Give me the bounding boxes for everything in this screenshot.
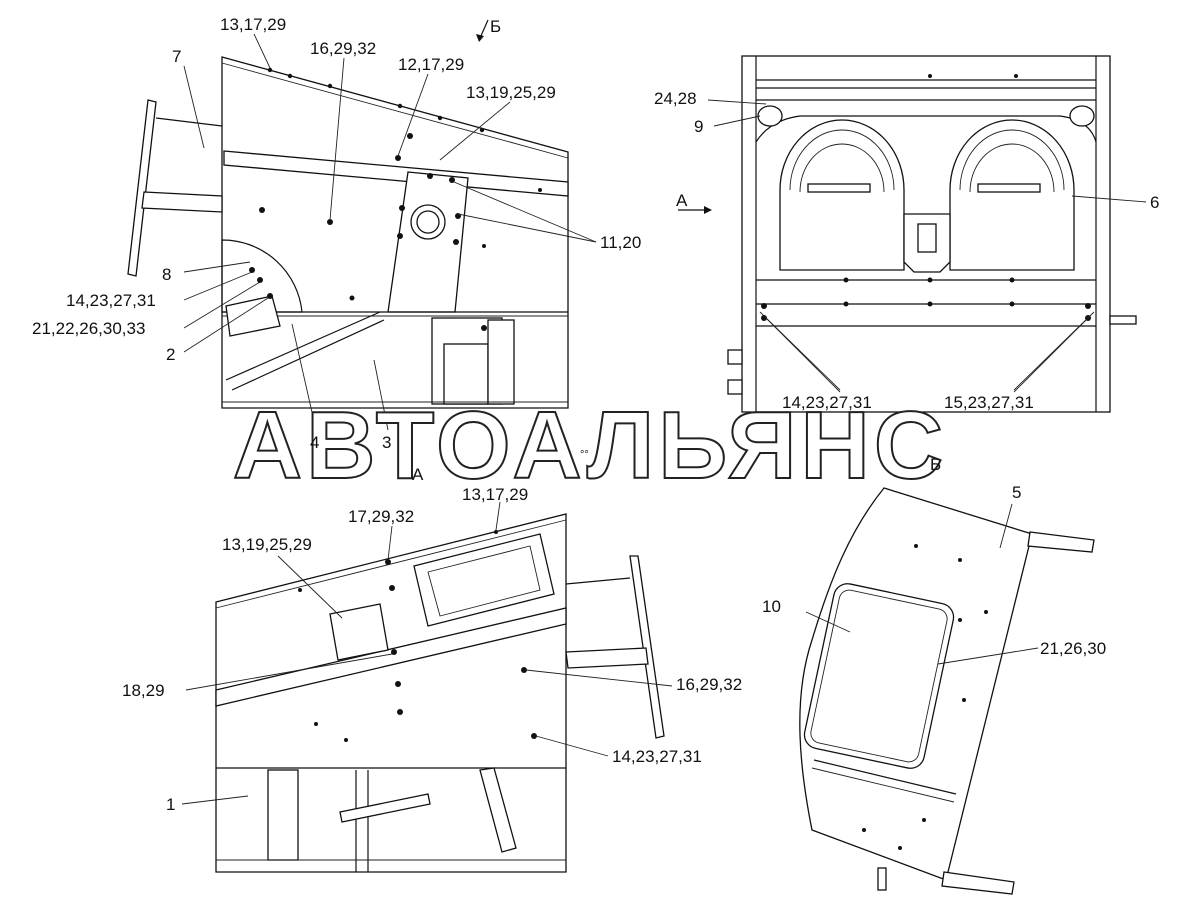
dots-mark: °° xyxy=(580,449,589,461)
label-group: Б А А Б °° 13,17,29 16,29,32 12,17,29 13… xyxy=(32,15,1159,814)
callout-a-2: 13,19,25,29 xyxy=(222,535,312,554)
callout-side-3: 13,19,25,29 xyxy=(466,83,556,102)
callout-front-0: 24,28 xyxy=(654,89,697,108)
callout-side-11: 3 xyxy=(382,433,391,452)
view-a-drawing xyxy=(215,513,665,873)
callout-a-5: 14,23,27,31 xyxy=(612,747,702,766)
view-arrows xyxy=(476,19,712,214)
side-view-drawing xyxy=(127,56,569,409)
callout-front-2: 6 xyxy=(1150,193,1159,212)
callout-a-4: 16,29,32 xyxy=(676,675,742,694)
arrow-b-label: Б xyxy=(490,17,501,36)
callout-side-2: 12,17,29 xyxy=(398,55,464,74)
leader-lines xyxy=(181,33,1147,805)
callout-side-9: 2 xyxy=(166,345,175,364)
front-view-drawing xyxy=(727,55,1137,413)
callout-side-7: 14,23,27,31 xyxy=(66,291,156,310)
callout-a-0: 13,17,29 xyxy=(462,485,528,504)
callout-front-4: 15,23,27,31 xyxy=(944,393,1034,412)
view-b-drawing xyxy=(799,487,1095,895)
callout-front-3: 14,23,27,31 xyxy=(782,393,872,412)
callout-b-0: 5 xyxy=(1012,483,1021,502)
callout-side-1: 16,29,32 xyxy=(310,39,376,58)
callout-side-8: 21,22,26,30,33 xyxy=(32,319,145,338)
callout-b-1: 10 xyxy=(762,597,781,616)
view-b-title: Б xyxy=(930,455,941,474)
callout-side-4: 7 xyxy=(172,47,181,66)
callout-side-10: 4 xyxy=(310,433,319,452)
view-a-title: А xyxy=(412,465,424,484)
callout-b-2: 21,26,30 xyxy=(1040,639,1106,658)
arrow-a-label: А xyxy=(676,191,688,210)
callout-a-6: 1 xyxy=(166,795,175,814)
callout-side-6: 8 xyxy=(162,265,171,284)
callout-a-3: 18,29 xyxy=(122,681,165,700)
callout-front-1: 9 xyxy=(694,117,703,136)
callout-a-1: 17,29,32 xyxy=(348,507,414,526)
watermark-text: АВТОАЛЬЯНС xyxy=(233,392,947,499)
callout-side-5: 11,20 xyxy=(600,233,641,252)
callout-side-0: 13,17,29 xyxy=(220,15,286,34)
